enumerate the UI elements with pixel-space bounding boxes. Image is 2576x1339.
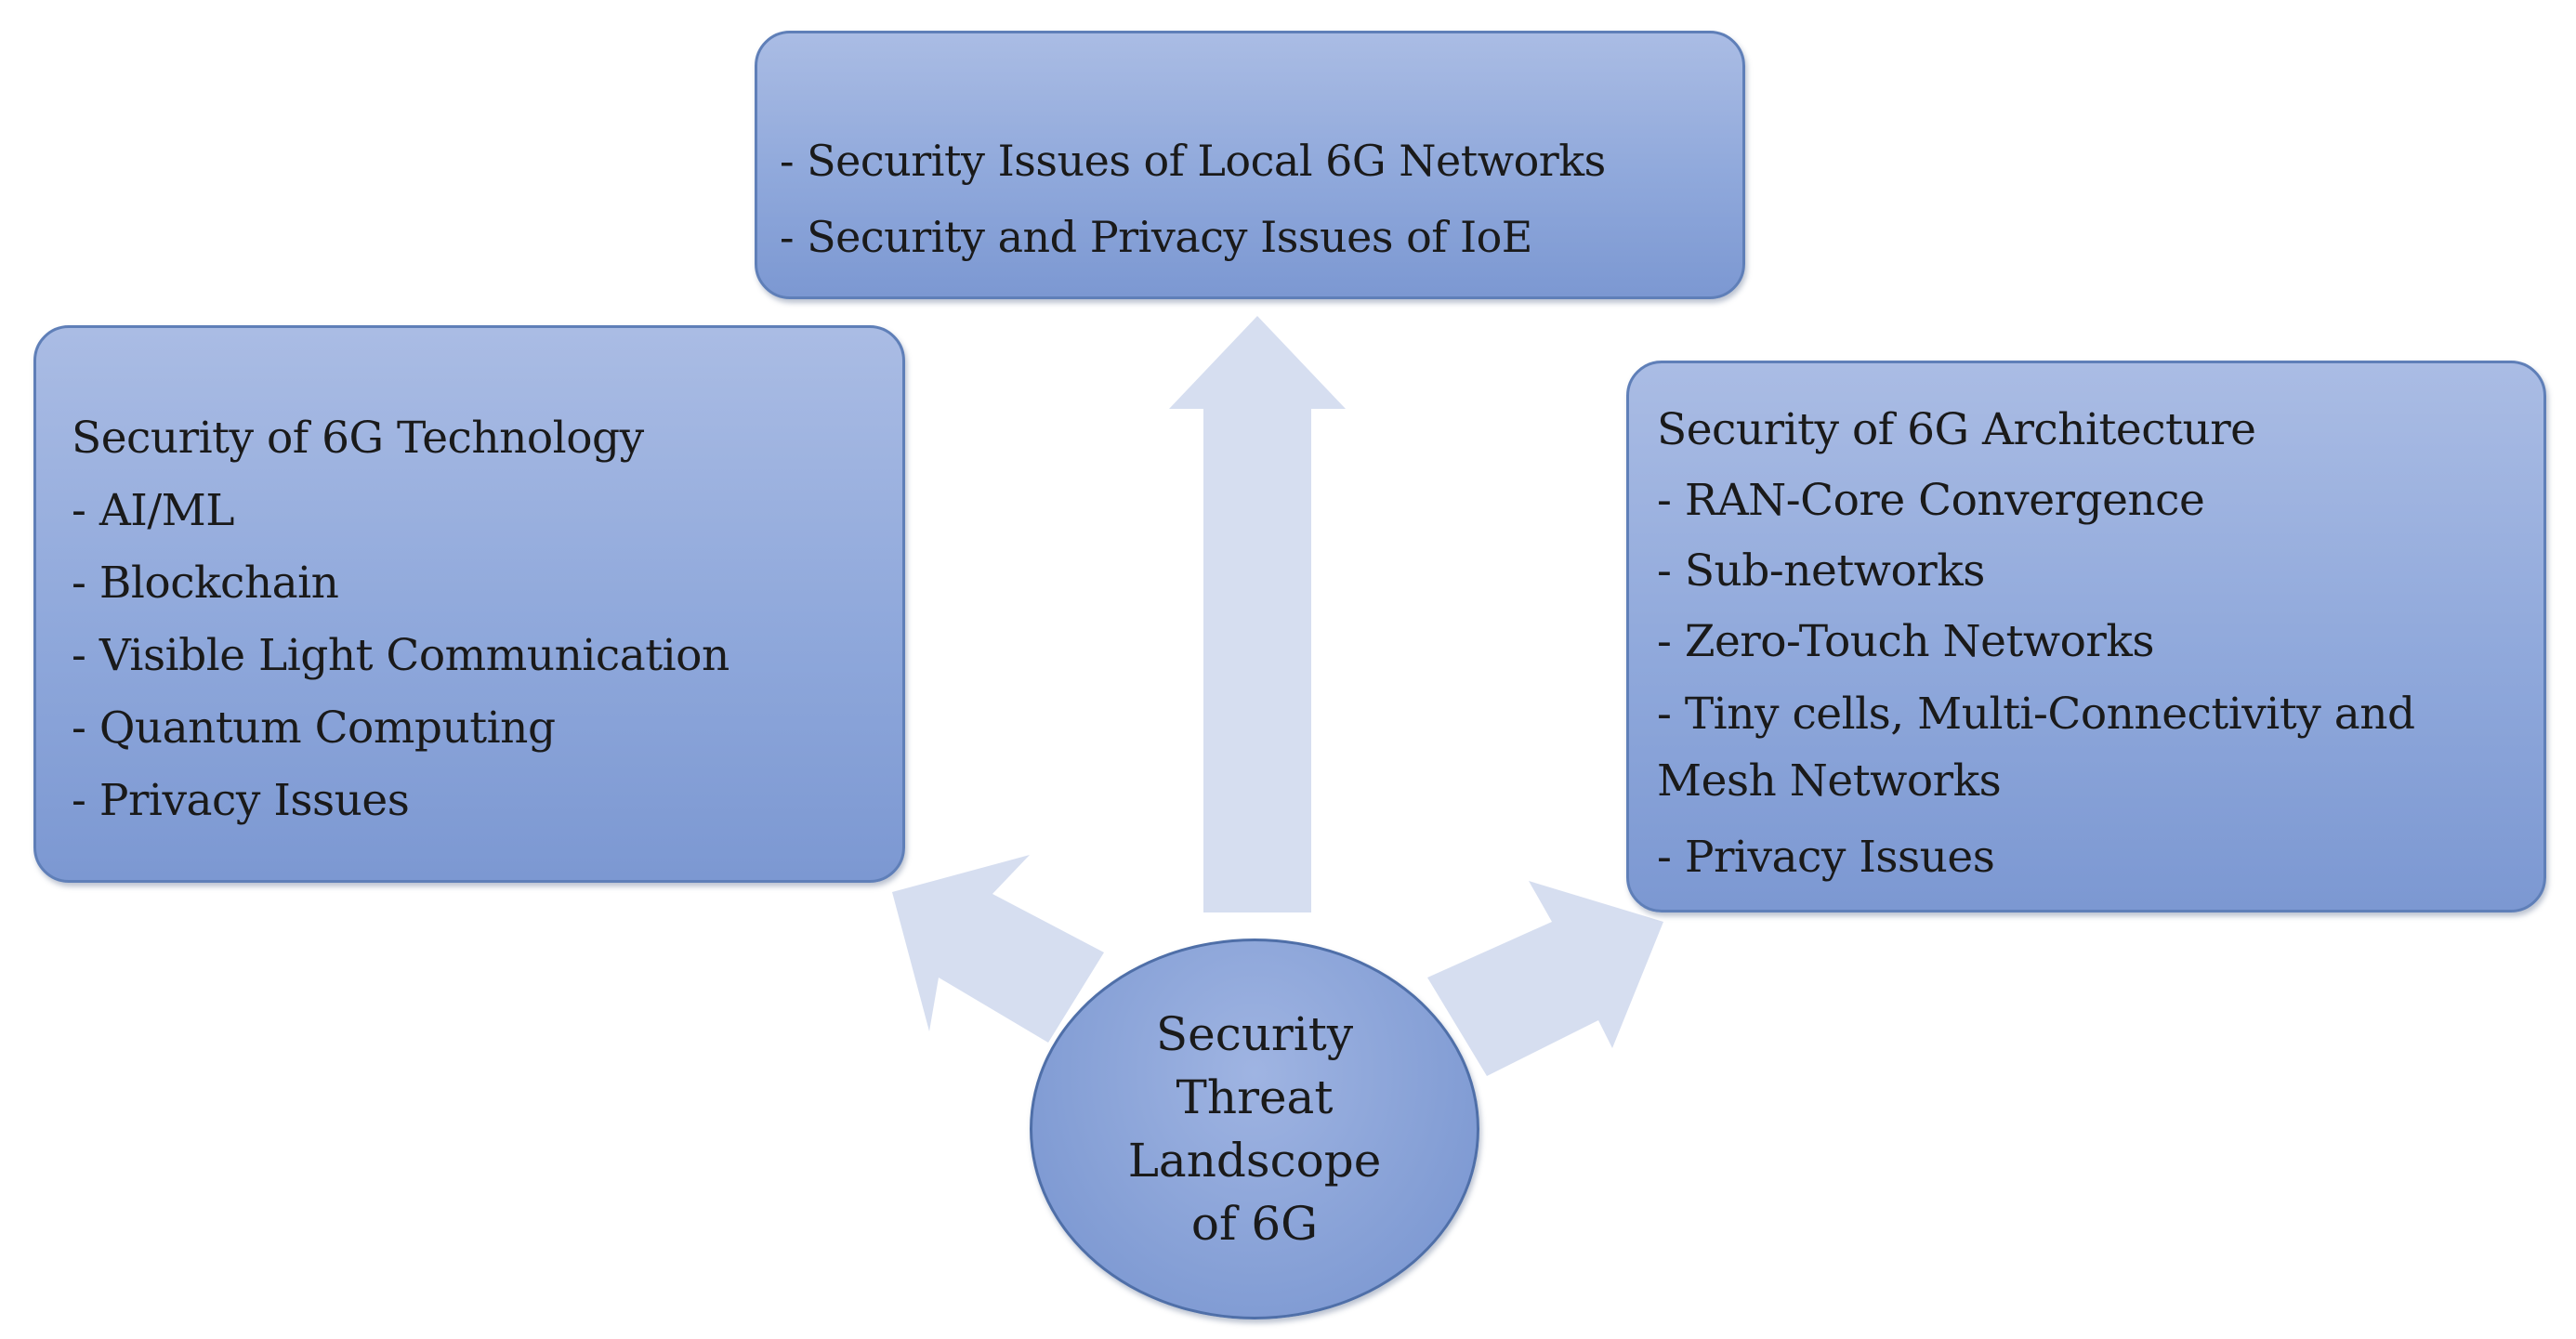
arrow-up	[1169, 316, 1346, 912]
hub-label-line: Threat	[1176, 1070, 1334, 1124]
architecture-list: Security of 6G Architecture - RAN-Core C…	[1657, 395, 2525, 893]
technology-list: Security of 6G Technology - AI/ML - Bloc…	[72, 402, 884, 837]
technology-box: Security of 6G Technology - AI/ML - Bloc…	[33, 325, 905, 883]
arrow-right	[1427, 881, 1663, 1076]
hub-label-line: Security	[1155, 1007, 1354, 1061]
security-threat-landscape-hub: Security Threat Landscope of 6G	[1030, 939, 1479, 1319]
list-item: - Sub-networks	[1657, 545, 1985, 597]
hub-label: Security Threat Landscope of 6G	[1032, 1003, 1477, 1255]
list-item: - Quantum Computing	[72, 702, 556, 754]
list-item: - Privacy Issues	[72, 775, 410, 826]
list-item: - Security Issues of Local 6G Networks	[780, 136, 1606, 186]
list-item: - Blockchain	[72, 558, 339, 609]
box-title: Security of 6G Technology	[72, 413, 644, 464]
hub-label-line: of 6G	[1190, 1197, 1319, 1251]
list-item: - Tiny cells, Multi-Connectivity and Mes…	[1657, 689, 2415, 807]
local-networks-list: - Security Issues of Local 6G Networks -…	[780, 123, 1724, 275]
arrow-left	[892, 855, 1104, 1043]
list-item: - Privacy Issues	[1657, 832, 1995, 883]
list-item: - RAN-Core Convergence	[1657, 475, 2205, 526]
list-item: - Security and Privacy Issues of IoE	[780, 212, 1532, 262]
list-item: - AI/ML	[72, 485, 235, 536]
list-item: - Visible Light Communication	[72, 630, 729, 681]
list-item: - Zero-Touch Networks	[1657, 616, 2154, 667]
box-title: Security of 6G Architecture	[1657, 404, 2256, 455]
hub-label-line: Landscope	[1127, 1134, 1382, 1188]
architecture-box: Security of 6G Architecture - RAN-Core C…	[1626, 361, 2546, 912]
local-networks-box: - Security Issues of Local 6G Networks -…	[755, 31, 1745, 299]
